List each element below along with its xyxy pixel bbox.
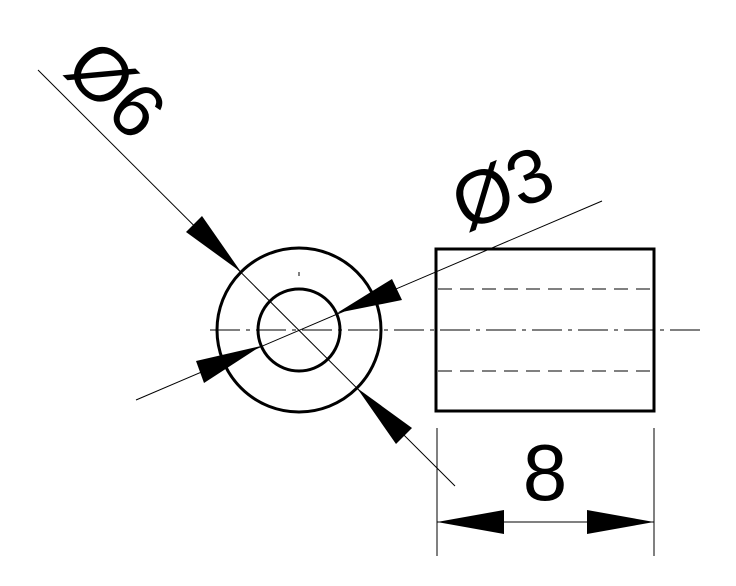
inner-diameter-dimension: Ø3 [135,130,603,401]
inner-diameter-label: Ø3 [439,130,566,248]
side-view-outline [434,247,656,413]
outer-diameter-label: Ø6 [50,24,182,156]
end-view [210,246,705,414]
outer-diameter-arrow-top [186,216,241,272]
side-view [434,247,656,413]
dimension-arrow-right [587,510,654,534]
inner-diameter-arrow-left [196,346,261,383]
outer-diameter-arrow-bottom [357,388,412,444]
dimension-arrow-left [437,510,504,534]
length-label: 8 [523,428,568,517]
outer-diameter-dimension: Ø6 [37,24,456,487]
length-dimension: 8 [436,428,655,556]
inner-diameter-arrow-right [337,279,402,313]
